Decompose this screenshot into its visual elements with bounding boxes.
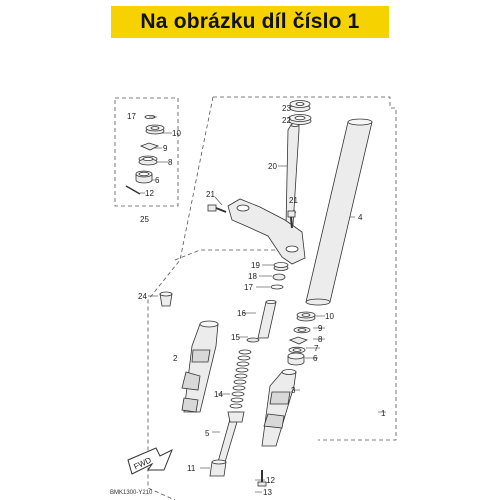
part-label-2: 2 [173, 354, 178, 363]
part-label-8: 8 [318, 335, 323, 344]
part-label-5: 5 [205, 429, 210, 438]
outer-tube [305, 121, 373, 303]
part-label-21b: 21 [289, 196, 298, 205]
title-text: Na obrázku díl číslo 1 [140, 10, 360, 33]
washer-15 [246, 337, 260, 343]
part-label-3: 3 [291, 386, 296, 395]
diagram-code: BMK1300-Y210 [110, 490, 153, 496]
part-label-18: 18 [248, 272, 257, 281]
part-label-17: 17 [244, 283, 253, 292]
kit-label-12: 12 [145, 189, 154, 198]
kit-label-9: 9 [163, 144, 168, 153]
fork-leg-right [261, 369, 297, 447]
part-number-labels: 1 2 3 4 5 6 7 8 9 10 11 12 13 14 15 16 1… [127, 104, 386, 497]
part-label-7: 7 [314, 344, 319, 353]
part-label-4: 4 [358, 213, 363, 222]
part-label-13: 13 [263, 488, 272, 497]
bottom-bolts [257, 470, 267, 487]
spring-14 [229, 349, 252, 409]
part-label-12: 12 [266, 476, 275, 485]
part-label-21a: 21 [206, 190, 215, 199]
group-outlines [114, 96, 397, 500]
kit-label-17: 17 [127, 112, 136, 121]
spacer-tube [257, 301, 277, 339]
kit-25-outline [114, 97, 179, 207]
part-label-25: 25 [140, 215, 149, 224]
part-label-24: 24 [138, 292, 147, 301]
part-label-19: 19 [251, 261, 260, 270]
part-17b [270, 284, 284, 290]
part-label-10: 10 [325, 312, 334, 321]
right-seal-stack [287, 311, 316, 366]
part-label-15: 15 [231, 333, 240, 342]
part-label-11: 11 [187, 464, 196, 473]
part-label-23: 23 [282, 104, 291, 113]
main-outline-left [147, 96, 214, 500]
title-banner: Na obrázku díl číslo 1 [111, 6, 389, 38]
kit-25-parts [125, 115, 165, 195]
inner-outline [174, 249, 280, 261]
cap-24 [159, 291, 173, 307]
part-label-22: 22 [282, 116, 291, 125]
main-outline-right [213, 96, 397, 441]
under-bracket [227, 198, 306, 265]
fwd-arrow-icon: FWD [127, 447, 173, 475]
part-label-6: 6 [313, 354, 318, 363]
part-label-9: 9 [318, 324, 323, 333]
bolts-21 [207, 204, 296, 229]
steering-stem [285, 123, 300, 226]
part-label-1: 1 [381, 409, 386, 418]
kit-label-10: 10 [172, 129, 181, 138]
parts [125, 100, 373, 487]
fork-leg-left [181, 320, 219, 413]
part-label-20: 20 [268, 162, 277, 171]
part-18 [272, 273, 286, 281]
part-label-14: 14 [214, 390, 223, 399]
kit-label-6: 6 [155, 176, 160, 185]
part-label-16: 16 [237, 309, 246, 318]
kit-label-8: 8 [168, 158, 173, 167]
